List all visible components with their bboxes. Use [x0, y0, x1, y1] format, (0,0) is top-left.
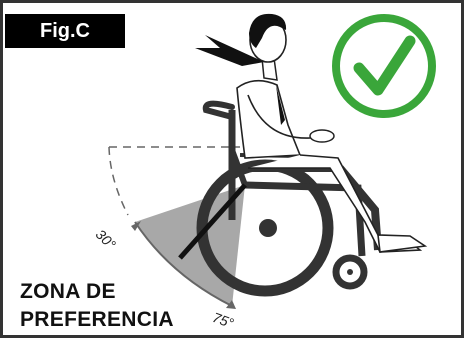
check-circle-icon: [332, 14, 436, 118]
person-torso: [236, 79, 302, 159]
person-hair: [249, 13, 287, 48]
zone-label-line2: PREFERENCIA: [20, 308, 174, 331]
person-arm: [247, 94, 323, 139]
person-shoe: [377, 234, 428, 253]
arc-arrow-end: [226, 300, 236, 309]
dashed-reference-arc: [108, 146, 129, 216]
caster-wheel: [332, 254, 368, 290]
lever-line: [178, 183, 247, 260]
figure-tag: Fig.C: [5, 14, 125, 48]
hand-grip: [202, 100, 235, 120]
person-tie: [276, 85, 285, 125]
zone-label-line1: ZONA DE: [20, 280, 116, 303]
zone-label: ZONA DE PREFERENCIA: [20, 278, 174, 334]
person-scarf: [195, 35, 264, 66]
person-hand: [309, 129, 335, 143]
wheel-hub: [259, 219, 277, 237]
caster-hub: [347, 269, 353, 275]
arc-arrow-start: [131, 221, 141, 231]
lower-frame-tube: [244, 181, 366, 257]
preference-arc: [134, 221, 233, 307]
